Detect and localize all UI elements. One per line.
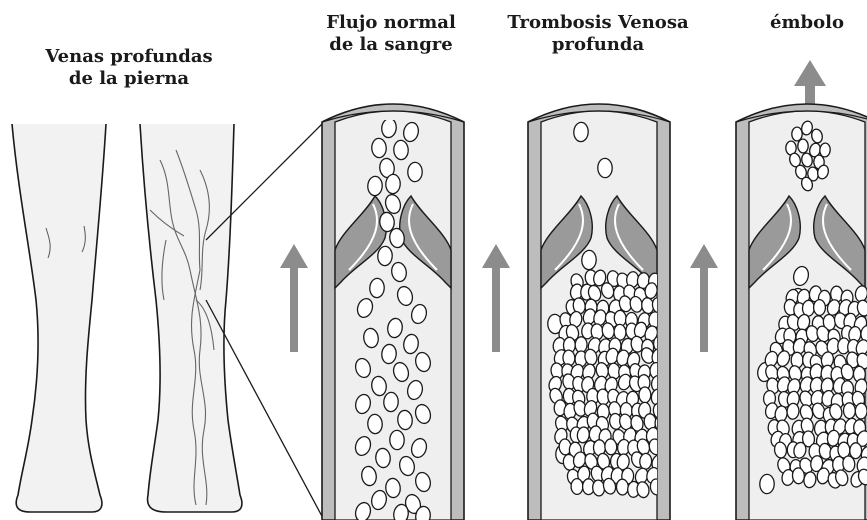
label-normal-flow: Flujo normal de la sangre — [306, 12, 476, 56]
label-legs-line2: de la pierna — [34, 68, 224, 90]
vein-panel-normal — [322, 104, 464, 520]
label-dvt-line1: Trombosis Venosa — [498, 12, 698, 34]
red-blood-cell — [581, 250, 596, 270]
clot-cell — [843, 403, 855, 419]
red-blood-cell — [367, 176, 382, 196]
flow-arrow-2 — [482, 244, 510, 352]
red-blood-cell — [598, 158, 613, 177]
red-blood-cell — [390, 430, 405, 449]
red-blood-cell — [760, 474, 775, 493]
label-dvt: Trombosis Venosa profunda — [498, 12, 698, 56]
clot-cell — [813, 299, 825, 315]
red-blood-cell — [573, 122, 588, 142]
clot-cell — [616, 479, 628, 495]
red-blood-cell — [383, 392, 398, 412]
red-blood-cell — [393, 140, 408, 160]
left-leg — [12, 124, 106, 512]
embolus-cell — [792, 127, 803, 141]
right-leg — [140, 124, 242, 512]
label-normal-line2: de la sangre — [306, 34, 476, 56]
red-blood-cell — [385, 174, 400, 194]
label-embolus-line1: émbolo — [752, 12, 862, 34]
clot-cell — [604, 439, 617, 456]
vein-panel-embolism — [736, 104, 867, 520]
red-blood-cell — [377, 246, 392, 266]
flow-arrow-1 — [280, 244, 308, 352]
embolus-cell — [798, 139, 809, 153]
clot-cell — [639, 453, 652, 470]
clot-cell — [792, 468, 805, 485]
clot-cell — [855, 403, 867, 419]
red-blood-cell — [369, 278, 384, 298]
label-embolus: émbolo — [752, 12, 862, 34]
red-blood-cell — [367, 414, 382, 434]
clot-cell — [639, 387, 651, 403]
label-legs: Venas profundas de la pierna — [34, 46, 224, 90]
red-blood-cell — [371, 138, 386, 158]
label-dvt-line2: profunda — [498, 34, 698, 56]
label-normal-line1: Flujo normal — [306, 12, 476, 34]
legs-illustration — [12, 124, 242, 512]
red-blood-cell — [408, 162, 423, 181]
label-legs-line1: Venas profundas — [34, 46, 224, 68]
clot-cell — [571, 478, 583, 494]
vein-panel-dvt — [528, 104, 670, 520]
flow-arrow-3 — [690, 244, 718, 352]
